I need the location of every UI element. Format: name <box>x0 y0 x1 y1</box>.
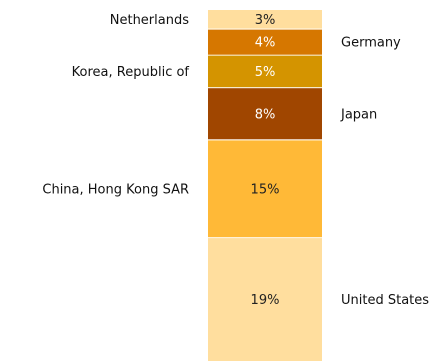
value-label: 15% <box>251 182 280 197</box>
value-label: 3% <box>255 13 276 28</box>
value-label: 19% <box>251 293 280 308</box>
category-label: Japan <box>340 107 377 122</box>
value-label: 4% <box>255 36 276 51</box>
category-label: Korea, Republic of <box>72 65 190 80</box>
bar-segment <box>208 10 322 29</box>
bar-segment <box>208 140 322 238</box>
category-label: China, Hong Kong SAR <box>42 182 189 197</box>
bar-segment <box>208 88 322 140</box>
bar-segment <box>208 55 322 88</box>
category-label: United States <box>341 293 429 308</box>
bar-segment <box>208 29 322 55</box>
category-label: Germany <box>341 36 401 51</box>
category-label: Netherlands <box>110 13 189 28</box>
value-label: 8% <box>255 107 276 122</box>
value-label: 5% <box>255 65 276 80</box>
bar-segment <box>208 238 322 361</box>
